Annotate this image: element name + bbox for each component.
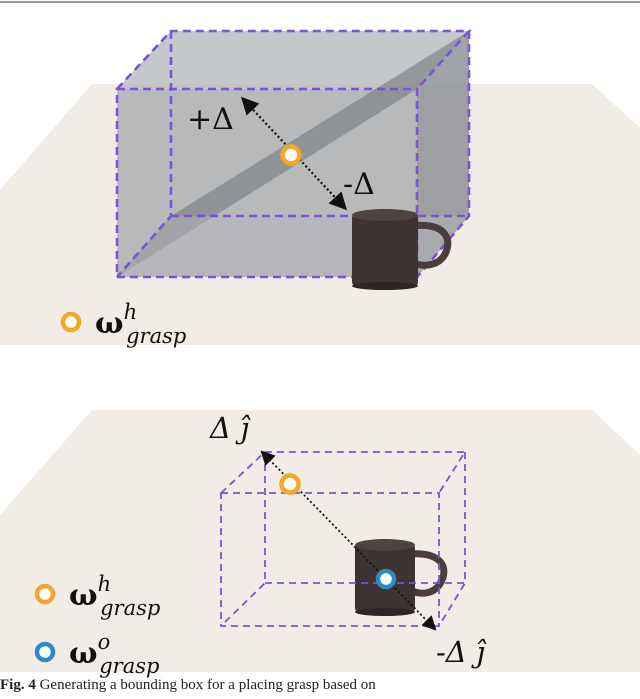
delta-j-label: Δ ĵ (209, 411, 251, 445)
bounding-box-edges (115, 29, 472, 279)
legend-orange-marker-top (60, 311, 82, 333)
legend-blue-marker-bottom (34, 641, 56, 663)
table-surface-bottom (0, 410, 640, 672)
legend-orange-marker-bottom (34, 583, 56, 605)
plus-delta-label: +Δ (187, 102, 234, 137)
human-grasp-point-bottom (279, 473, 301, 495)
mug-top (352, 209, 452, 290)
bounding-box-side-face (417, 31, 469, 277)
bounding-box-top-face (117, 31, 469, 89)
object-grasp-point-bottom (375, 568, 397, 590)
figure-caption-label: Fig. 4 (0, 677, 36, 693)
figure-caption: Fig. 4 Generating a bounding box for a p… (0, 677, 640, 699)
minus-delta-j-label: -Δ ĵ (436, 635, 487, 669)
figure-caption-text: Generating a bounding box for a placing … (39, 677, 376, 693)
minus-delta-label: -Δ (343, 167, 375, 202)
human-grasp-point-top (280, 144, 302, 166)
